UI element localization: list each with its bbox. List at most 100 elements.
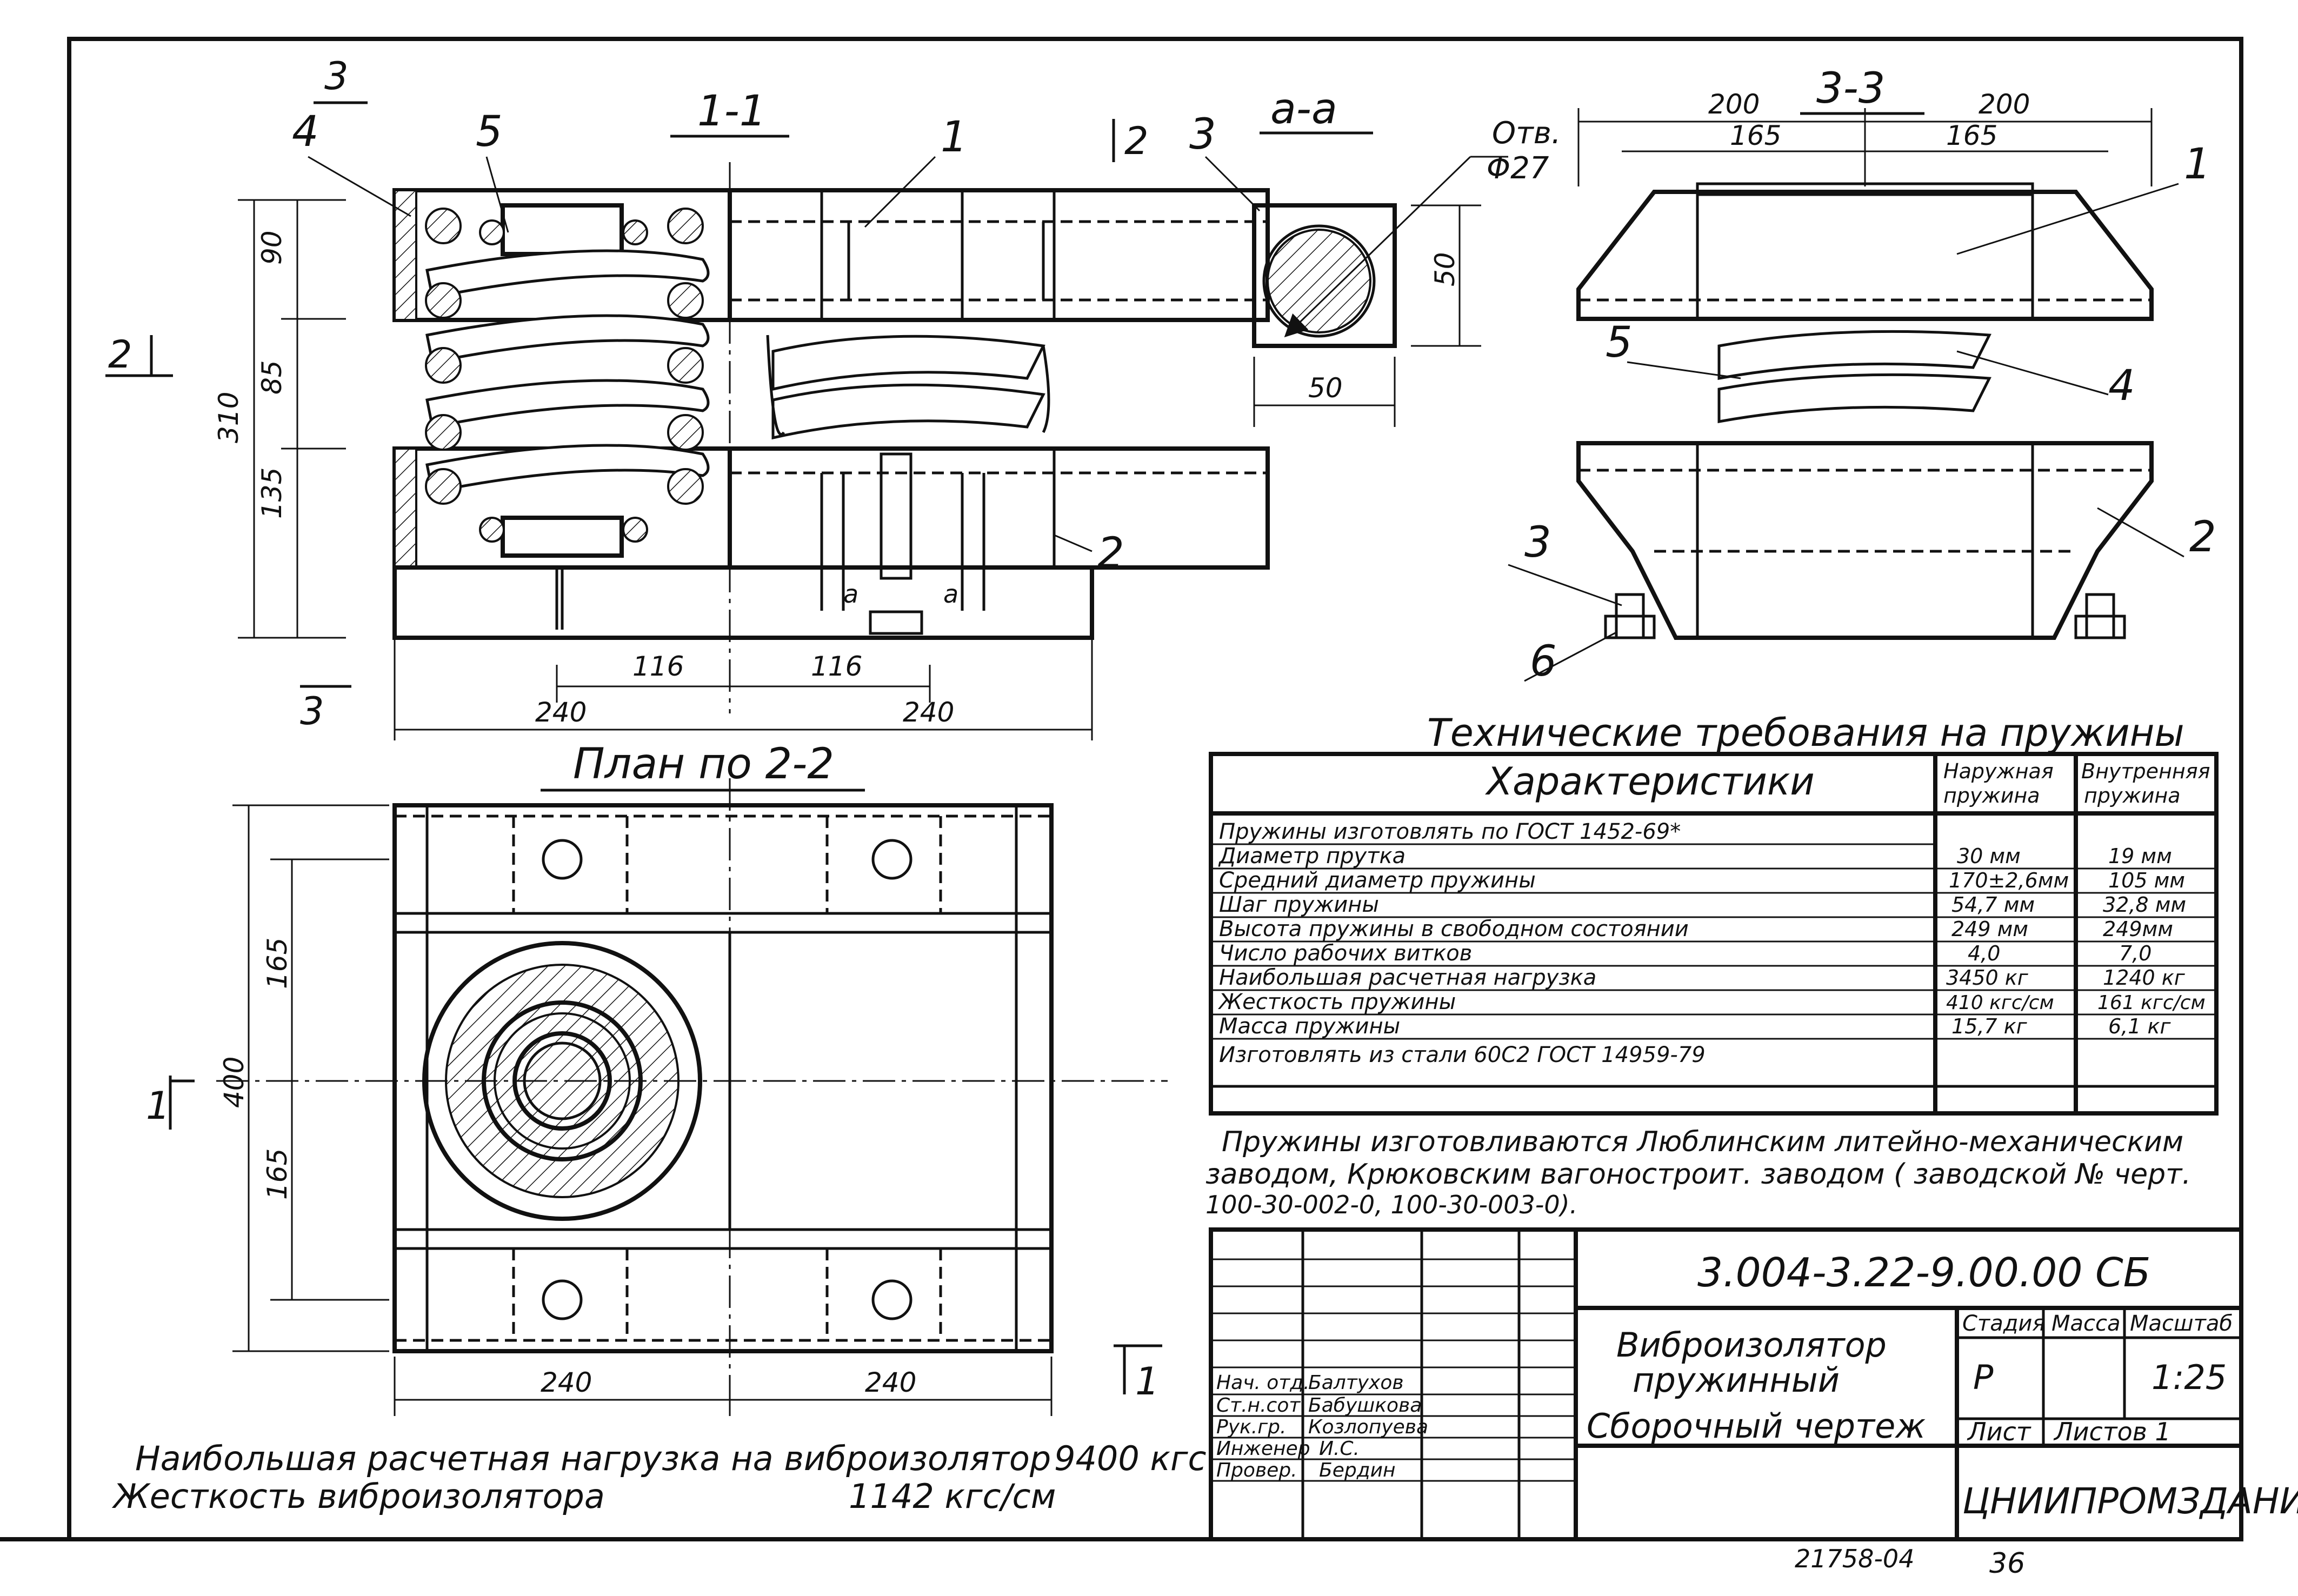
svg-text:54,7 мм: 54,7 мм — [1951, 893, 2035, 917]
spec-row: Диаметр прутка 30 мм 19 мм — [1211, 844, 2216, 870]
document-code: 3.004-3.22-9.00.00 СБ — [1697, 1250, 2150, 1296]
svg-text:410 кгс/см: 410 кгс/см — [1946, 992, 2054, 1014]
svg-text:50: 50 — [1308, 372, 1343, 404]
callout-5-3-3: 5 — [1606, 318, 1633, 367]
svg-text:165: 165 — [1946, 120, 1997, 151]
hole-label: Отв. — [1492, 116, 1561, 151]
spring-spec-table: Технические требования на пружины Характ… — [1209, 711, 2219, 1116]
svg-text:Шаг пружины: Шаг пружины — [1219, 892, 1379, 917]
callout-2: 2 — [1097, 529, 1124, 578]
spring-elevation-right — [766, 335, 1050, 440]
spec-row: Жесткость пружины 410 кгс/см 161 кгс/см — [1211, 990, 2216, 1016]
stage-value: Р — [1973, 1358, 1994, 1397]
spec-header-characteristics: Характеристики — [1484, 759, 1815, 804]
svg-text:100-30-002-0, 100-30-003-0).: 100-30-002-0, 100-30-003-0). — [1205, 1190, 1577, 1219]
svg-text:Инженер: Инженер — [1216, 1438, 1310, 1460]
load-note-line1: Наибольшая расчетная нагрузка на виброиз… — [135, 1439, 1051, 1478]
section-1-1-vertical-dims: 90 85 135 310 — [213, 199, 346, 639]
svg-text:400: 400 — [218, 1057, 250, 1108]
svg-text:Листов 1: Листов 1 — [2053, 1417, 2171, 1446]
spec-row: Изготовлять из стали 60С2 ГОСТ 14959-79 — [1219, 1043, 1706, 1067]
svg-text:240: 240 — [903, 697, 954, 728]
scale-value: 1:25 — [2152, 1358, 2227, 1397]
svg-text:Диаметр прутка: Диаметр прутка — [1218, 844, 1406, 869]
svg-text:Пружины изготовлять по ГО: Пружины изготовлять по ГОСТ 1452-69* — [1219, 819, 1681, 844]
svg-text:19 мм: 19 мм — [2108, 844, 2172, 868]
svg-text:а: а — [843, 579, 858, 609]
callout-3-a-a: 3 — [1189, 110, 1216, 159]
svg-text:Изготовлять из стали 60: Изготовлять из стали 60С2 ГОСТ 14959-79 — [1219, 1043, 1706, 1067]
section-3-3-title: 3-3 — [1816, 64, 1885, 113]
svg-text:116: 116 — [811, 651, 862, 682]
svg-text:Балтухов: Балтухов — [1308, 1372, 1404, 1394]
section-1-1-horizontal-dims: 116 116 240 240 — [394, 638, 1093, 740]
callout-1: 1 — [941, 113, 968, 162]
spec-row: Число рабочих витков 4,0 7,0 — [1211, 941, 2216, 967]
svg-text:Рук.гр.: Рук.гр. — [1216, 1416, 1286, 1438]
section-arrow-3-bottom: 3 — [300, 689, 324, 733]
signature-row: Инженер И.С. — [1216, 1438, 1360, 1460]
section-1-1-title: 1-1 — [697, 87, 766, 136]
signature-row: Провер. Бердин — [1216, 1459, 1396, 1481]
callout-3-3-3: 3 — [1524, 518, 1551, 567]
svg-text:116: 116 — [632, 651, 684, 682]
svg-text:Высота пружины в свободн: Высота пружины в свободном состоянии — [1219, 917, 1689, 941]
svg-text:Масса: Масса — [2051, 1311, 2121, 1336]
page-number: 36 — [1989, 1547, 2025, 1580]
callout-4-3-3: 4 — [2108, 362, 2135, 410]
section-mark-1-left: 1 — [146, 1084, 170, 1128]
svg-text:Наружная: Наружная — [1943, 759, 2054, 783]
spec-row: Наибольшая расчетная нагрузка 3450 кг 12… — [1211, 965, 2216, 991]
svg-text:6,1 кг: 6,1 кг — [2108, 1014, 2171, 1038]
svg-text:32,8 мм: 32,8 мм — [2103, 893, 2186, 917]
svg-text:Число рабочих витков: Число рабочих витков — [1219, 941, 1472, 966]
svg-text:Бердин: Бердин — [1319, 1459, 1396, 1481]
svg-text:Масса пружины: Масса пружины — [1219, 1014, 1400, 1039]
svg-text:15,7 кг: 15,7 кг — [1951, 1014, 2028, 1038]
title-block: Нач. отд. Балтухов Ст.н.сот. Бабушкова Р… — [1209, 1227, 2298, 1541]
drawing-name-line2: пружинный — [1633, 1360, 1840, 1400]
svg-text:249мм: 249мм — [2103, 917, 2173, 941]
section-a-a-view: а-а Отв. Φ27 3 50 50 — [1189, 85, 1561, 427]
svg-text:пружина: пружина — [1943, 784, 2040, 807]
svg-text:а: а — [943, 579, 958, 609]
svg-text:165: 165 — [262, 1148, 293, 1200]
drawing-frame — [67, 37, 2243, 1541]
svg-text:170±2,6мм: 170±2,6мм — [1949, 869, 2069, 892]
signature-row: Нач. отд. Балтухов — [1216, 1372, 1404, 1394]
svg-text:4,0: 4,0 — [1968, 941, 2000, 965]
load-note-line2-value: 1142 кгс/см — [849, 1477, 1056, 1516]
section-arrow-2-left: 2 — [108, 332, 132, 377]
svg-text:Бабушкова: Бабушкова — [1308, 1394, 1422, 1417]
signature-row: Рук.гр. Козлопуева — [1216, 1416, 1428, 1438]
spring-section-left — [425, 208, 710, 543]
svg-text:Козлопуева: Козлопуева — [1308, 1416, 1428, 1438]
svg-text:Масштаб: Масштаб — [2130, 1311, 2233, 1336]
drawing-name-line3: Сборочный чертеж — [1587, 1406, 1926, 1446]
svg-text:Пружины изготовливаются Лю: Пружины изготовливаются Люблинским литей… — [1222, 1126, 2183, 1158]
callout-5: 5 — [476, 108, 503, 156]
svg-text:7,0: 7,0 — [2119, 941, 2152, 965]
plan-2-2-view: План по 2-2 — [146, 740, 1168, 1416]
svg-text:Внутренняя: Внутренняя — [2081, 759, 2210, 783]
svg-text:Наибольшая расчетная нагру: Наибольшая расчетная нагрузка — [1219, 965, 1596, 990]
svg-text:249 мм: 249 мм — [1951, 917, 2028, 941]
signature-row: Ст.н.сот. Бабушкова — [1216, 1394, 1422, 1417]
drawing-name-line1: Виброизолятор — [1616, 1325, 1887, 1365]
svg-text:200: 200 — [1708, 89, 1760, 120]
svg-text:310: 310 — [213, 392, 244, 443]
svg-text:105 мм: 105 мм — [2108, 869, 2185, 892]
svg-text:50: 50 — [1429, 252, 1461, 286]
spec-table-title: Технические требования на пружины — [1427, 711, 2184, 755]
svg-text:Стадия: Стадия — [1962, 1311, 2045, 1336]
spec-row: Высота пружины в свободном состоянии 249… — [1211, 917, 2216, 943]
manufacturer-note: Пружины изготовливаются Люблинским литей… — [1205, 1126, 2191, 1219]
section-arrow-3-top: 3 — [324, 54, 349, 98]
svg-text:Ст.н.сот.: Ст.н.сот. — [1216, 1394, 1307, 1417]
svg-text:240: 240 — [541, 1367, 592, 1398]
load-note-line2: Жесткость виброизолятора — [111, 1477, 605, 1516]
svg-text:1240 кг: 1240 кг — [2103, 966, 2186, 990]
svg-text:200: 200 — [1979, 89, 2030, 120]
svg-text:135: 135 — [256, 468, 288, 519]
spec-row: Средний диаметр пружины 170±2,6мм 105 мм — [1211, 868, 2216, 894]
